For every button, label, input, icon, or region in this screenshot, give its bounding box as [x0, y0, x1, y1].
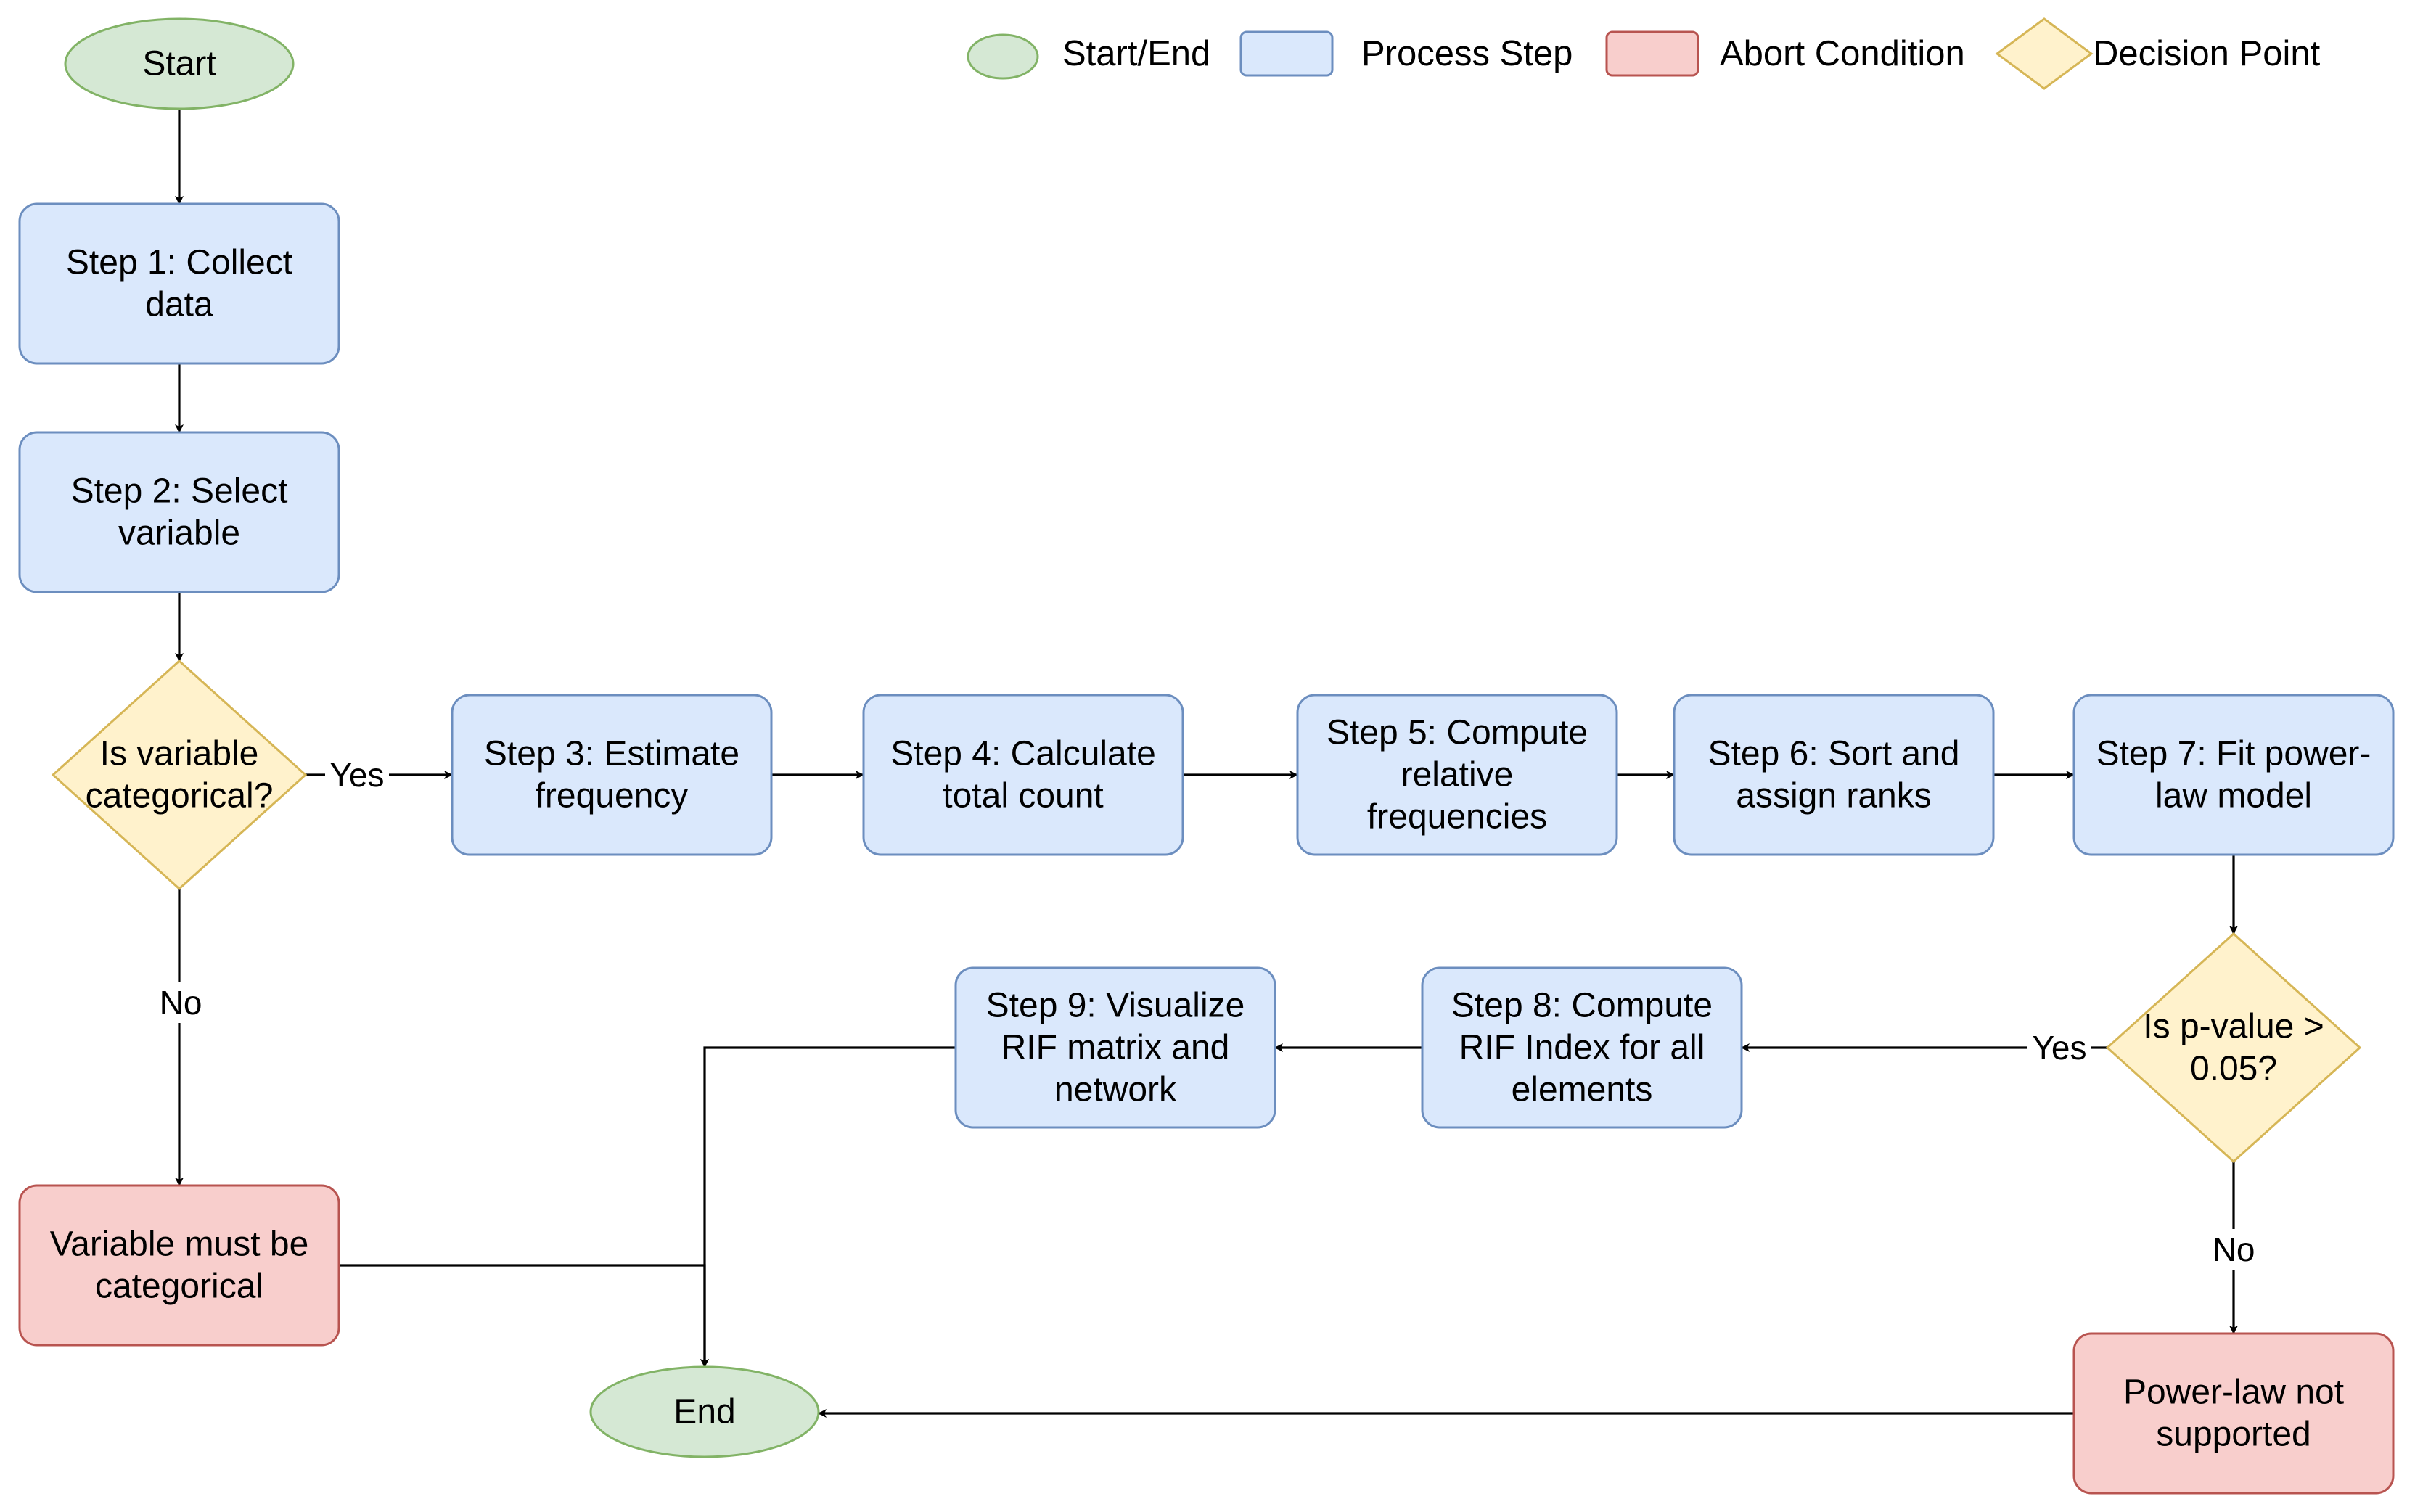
node-step1: Step 1: Collect data	[18, 202, 340, 365]
node-step3: Step 3: Estimate frequency	[451, 694, 773, 856]
node-shape	[18, 1184, 340, 1347]
legend-item-decision: Decision Point	[1995, 17, 2321, 90]
node-label-line: Step 4: Calculate	[890, 735, 1156, 773]
legend-item-start-end: Start/End	[967, 33, 1210, 80]
legend-label: Process Step	[1361, 34, 1573, 73]
edge-step9-end	[700, 1046, 956, 1368]
edge-label-background	[325, 755, 389, 795]
node-label-line: 0.05?	[2190, 1050, 2277, 1088]
edge-label-background	[2027, 1027, 2091, 1068]
node-label-line: Step 7: Fit power-	[2096, 735, 2371, 773]
edge-label-background	[149, 982, 213, 1023]
node-label-line: RIF matrix and	[1001, 1029, 1230, 1067]
edge-label-no: No	[149, 982, 213, 1023]
node-shape	[1296, 694, 1618, 856]
legend-swatch	[1605, 30, 1699, 77]
node-step7: Step 7: Fit power-law model	[2072, 694, 2395, 856]
node-label-line: Step 2: Select	[71, 472, 288, 511]
node-label-line: Power-law not	[2123, 1373, 2344, 1412]
node-step5: Step 5: Compute relative frequencies	[1296, 694, 1618, 856]
legend-label: Decision Point	[2093, 34, 2321, 73]
node-shape	[51, 659, 308, 891]
legend-swatch	[1995, 17, 2094, 90]
node-label-line: relative	[1401, 756, 1514, 794]
node-step6: Step 6: Sort and assign ranks	[1673, 694, 1995, 856]
node-label-line: elements	[1512, 1071, 1653, 1109]
legend-item-process: Process Step	[1239, 30, 1573, 77]
node-decision-categorical: Is variable categorical?	[51, 659, 308, 891]
node-label-line: network	[1054, 1071, 1177, 1109]
node-label-line: variable	[118, 514, 240, 553]
node-end: End	[589, 1365, 820, 1458]
node-shape	[2072, 1332, 2395, 1495]
legend-item-abort: Abort Condition	[1605, 30, 1965, 77]
node-start: Start	[64, 17, 295, 110]
edge-label-text: Yes	[2032, 1029, 2086, 1067]
node-label-line: Step 8: Compute	[1451, 987, 1713, 1025]
legend-swatch	[1239, 30, 1334, 77]
node-label-line: categorical?	[86, 777, 274, 815]
node-label-line: categorical	[95, 1267, 263, 1306]
node-label-line: Step 1: Collect	[66, 244, 292, 282]
node-label-line: law model	[2155, 777, 2312, 815]
node-label-line: Step 6: Sort and	[1708, 735, 1960, 773]
node-shape	[954, 966, 1276, 1129]
node-shape	[1421, 966, 1743, 1129]
node-shape	[64, 17, 295, 110]
node-label-line: Step 5: Compute	[1327, 714, 1588, 752]
node-shape	[451, 694, 773, 856]
node-label-line: Is p-value >	[2143, 1008, 2324, 1046]
node-label-line: Start	[142, 45, 216, 83]
legend: Start/End Process Step Abort Condition Deci…	[967, 17, 2321, 90]
node-abort-powerlaw: Power-law not supported	[2072, 1332, 2395, 1495]
node-label-line: Variable must be	[50, 1225, 309, 1264]
node-shape	[589, 1365, 820, 1458]
node-label-line: Step 3: Estimate	[484, 735, 739, 773]
node-label-line: Is variable	[100, 735, 259, 773]
node-label-line: Step 9: Visualize	[986, 987, 1245, 1025]
edge-abort-categorical-end	[339, 1264, 709, 1368]
edge-label-text: No	[2213, 1230, 2255, 1268]
legend-swatch	[967, 33, 1039, 80]
legend-label: Start/End	[1062, 34, 1210, 73]
node-label-line: frequency	[536, 777, 689, 815]
legend-label: Abort Condition	[1720, 34, 1965, 73]
node-label-line: total count	[943, 777, 1103, 815]
node-shape	[1673, 694, 1995, 856]
edge-label-text: Yes	[329, 756, 384, 794]
node-label-line: End	[673, 1393, 735, 1431]
edge-label-no: No	[2202, 1229, 2266, 1270]
node-shape	[18, 202, 340, 365]
node-shape	[2072, 694, 2395, 856]
edge-label-yes: Yes	[2027, 1027, 2091, 1068]
node-shape	[18, 431, 340, 593]
node-label-line: frequencies	[1367, 798, 1547, 837]
node-shape	[862, 694, 1184, 856]
node-label-line: supported	[2156, 1416, 2311, 1454]
edge-label-text: No	[160, 984, 202, 1022]
node-decision-pvalue: Is p-value > 0.05?	[2105, 932, 2362, 1164]
edge-label-yes: Yes	[325, 755, 389, 795]
node-step4: Step 4: Calculate total count	[862, 694, 1184, 856]
edge-label-background	[2202, 1229, 2266, 1270]
node-label-line: assign ranks	[1736, 777, 1931, 815]
node-shape	[2105, 932, 2362, 1164]
node-label-line: data	[145, 286, 213, 324]
node-label-line: RIF Index for all	[1459, 1029, 1705, 1067]
